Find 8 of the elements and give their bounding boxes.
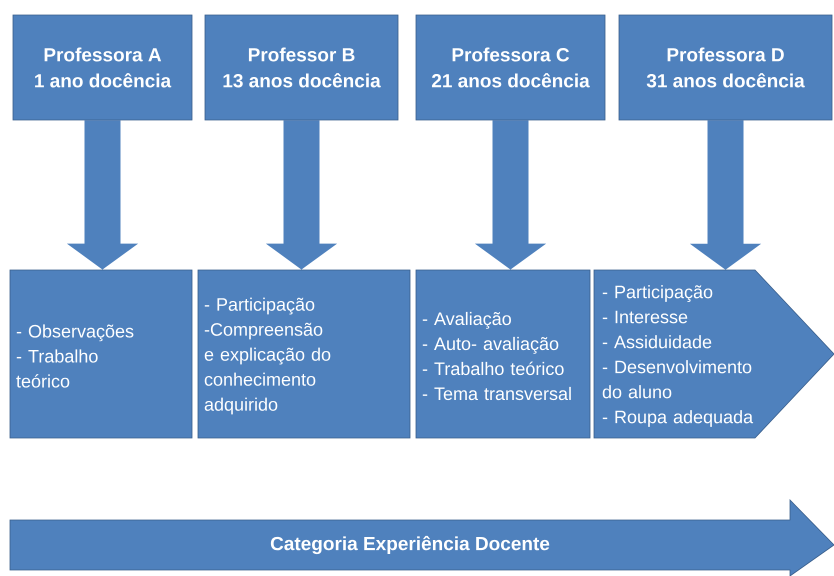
chevron-box: - Participação - Interesse - Assiduidade - Desenvolvimento do aluno - Roupa adequada bbox=[594, 270, 834, 438]
teacher-box: Professora D 31 anos docência bbox=[618, 14, 832, 120]
teacher-box: Professora A 1 ano docência bbox=[12, 14, 192, 120]
category-box: - Observações - Trabalho teórico bbox=[10, 270, 192, 438]
teacher-box: Professora C 21 anos docência bbox=[416, 14, 606, 120]
category-box: - Avaliação - Auto- avaliação - Trabalho teórico - Tema transversal bbox=[416, 270, 590, 438]
category-box: - Participação -Compreensão e explicação do conhecimento adquirido bbox=[198, 270, 410, 438]
teacher-box: Professor B 13 anos docência bbox=[204, 14, 398, 120]
